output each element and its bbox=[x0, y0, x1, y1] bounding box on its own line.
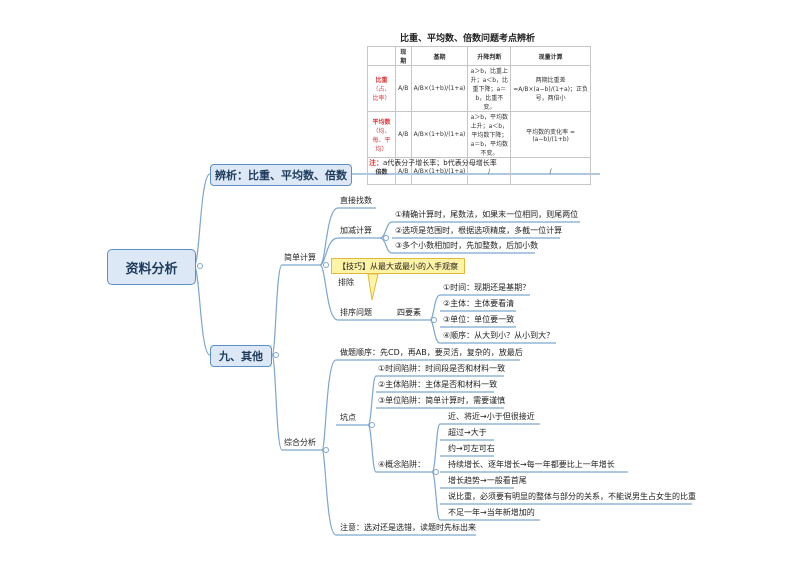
cell-jiqi: A/B×(1+b)/(1+a) bbox=[410, 111, 469, 158]
root-node[interactable]: 资料分析 bbox=[107, 249, 196, 285]
table-row: 比重 （占、比率） A/B A/B×(1+b)/(1+a) a＞b，比重上升；a＜… bbox=[366, 65, 591, 112]
header-xianqi: 现期 bbox=[395, 46, 412, 66]
reference-table: 现期 基期 升降判断 现量计算 比重 （占、比率） A/B A/B×(1+b)/(… bbox=[366, 46, 591, 185]
list-item[interactable]: ③多个小数相加时，先加整数，后加小数 bbox=[395, 241, 539, 250]
cell-jiqi: A/B×(1+b)/(1+a) bbox=[410, 65, 469, 112]
header-xianliang: 现量计算 bbox=[510, 46, 591, 66]
cell-xianqi: A/B bbox=[395, 111, 412, 158]
row-sub: （占、比率） bbox=[372, 86, 391, 102]
list-item[interactable]: ③单位：单位要一致 bbox=[443, 315, 515, 324]
list-item[interactable]: 不足一年→当年新增加的 bbox=[448, 508, 535, 517]
table-note: 注：a代表分子增长率；b代表分母增长率 bbox=[369, 158, 497, 168]
row-name: 比重 bbox=[375, 77, 388, 84]
list-item[interactable]: ①时间陷阱：时间段是否和材料一致 bbox=[378, 364, 506, 373]
cell-jiqi: A/B×(1+b)/(1+a) bbox=[410, 157, 469, 185]
list-item[interactable]: 增长趋势→一般看首尾 bbox=[448, 476, 527, 485]
list-item[interactable]: ④顺序：从大到小？从小到大？ bbox=[443, 331, 555, 340]
row-name-cell: 比重 （占、比率） bbox=[366, 65, 397, 112]
cell-xianqi: A/B bbox=[395, 65, 412, 112]
cell-xianliang: / bbox=[510, 157, 591, 185]
list-item[interactable]: 说比重，必须要有明显的整体与部分的关系，不能说男生占女生的比重 bbox=[448, 492, 696, 501]
row-name-cell: 倍数 bbox=[366, 157, 397, 185]
list-item[interactable]: ①精确计算时，尾数法，如果末一位相同，则尾两位 bbox=[395, 210, 579, 219]
branch-qita[interactable]: 九、其他 bbox=[210, 345, 272, 367]
row-sub: （均、每、平均） bbox=[372, 127, 391, 153]
node-kengdian[interactable]: 坑点 bbox=[340, 413, 356, 422]
node-paixu[interactable]: 排序问题 bbox=[340, 308, 372, 317]
list-item[interactable]: 持续增长、逐年增长→每一年都要比上一年增长 bbox=[448, 460, 615, 469]
cell-xianliang: 两期比重差=A/B×(a−b)/(1+a)；正负号，两倍小 bbox=[510, 65, 591, 112]
node-zhuyi[interactable]: 注意：选对还是选错，读题时先标出来 bbox=[340, 523, 476, 532]
table-row: 倍数 A/B A/B×(1+b)/(1+a) / / bbox=[366, 157, 591, 185]
cell-shengjiang: a＞b，平均数上升；a＜b，平均数下降；a＝b，平均数不变。 bbox=[467, 111, 512, 158]
cell-shengjiang: a＞b，比重上升；a＜b，比重下降；a＝b，比重不变。 bbox=[467, 65, 512, 112]
node-zonghe[interactable]: 综合分析 bbox=[284, 438, 316, 447]
row-name: 倍数 bbox=[375, 168, 388, 176]
list-item[interactable]: ③单位陷阱：简单计算时，需要谨慎 bbox=[378, 396, 506, 405]
list-item[interactable]: ①时间：现期还是基期？ bbox=[443, 283, 531, 292]
header-jiqi: 基期 bbox=[410, 46, 469, 66]
note-text: a代表分子增长率；b代表分母增长率 bbox=[383, 159, 497, 167]
node-gainian[interactable]: ④概念陷阱： bbox=[378, 460, 426, 469]
node-shunxu[interactable]: 做题顺序：先CD，再AB，要灵活，复杂的，放最后 bbox=[340, 348, 523, 357]
cell-shengjiang: / bbox=[467, 157, 512, 185]
list-item[interactable]: ②选项是范围时，根据选项精度，多截一位计算 bbox=[395, 226, 563, 235]
header-empty bbox=[366, 46, 397, 66]
list-item[interactable]: 超过→大于 bbox=[448, 428, 487, 437]
list-item[interactable]: 约→可左可右 bbox=[448, 444, 495, 453]
node-jiandan[interactable]: 简单计算 bbox=[284, 253, 316, 262]
table-header-row: 现期 基期 升降判断 现量计算 bbox=[366, 46, 591, 66]
node-jiajian[interactable]: 加减计算 bbox=[340, 226, 372, 235]
list-item[interactable]: ②主体陷阱：主体是否和材料一致 bbox=[378, 380, 498, 389]
row-name: 平均数 bbox=[372, 118, 391, 126]
list-item[interactable]: 近、将近→小于但很接近 bbox=[448, 412, 535, 421]
node-siyaosu[interactable]: 四要素 bbox=[397, 308, 421, 317]
table-row: 平均数（均、每、平均） A/B A/B×(1+b)/(1+a) a＞b，平均数上… bbox=[366, 111, 591, 158]
row-name-cell: 平均数（均、每、平均） bbox=[366, 111, 397, 158]
note-lead: 注： bbox=[369, 159, 383, 167]
branch-bianxi[interactable]: 辨析：比重、平均数、倍数 bbox=[210, 164, 352, 186]
tip-callout: 【技巧】从最大或最小的入手观察排除 bbox=[331, 258, 465, 287]
list-item[interactable]: ②主体：主体要看清 bbox=[443, 299, 515, 308]
node-zhijie[interactable]: 直接找数 bbox=[340, 196, 372, 205]
header-shengjiang: 升降判断 bbox=[467, 46, 512, 66]
table-title: 比重、平均数、倍数问题考点辨析 bbox=[400, 34, 536, 44]
cell-xianliang: 平均数的变化率 = (a−b)/(1+b) bbox=[510, 111, 591, 158]
